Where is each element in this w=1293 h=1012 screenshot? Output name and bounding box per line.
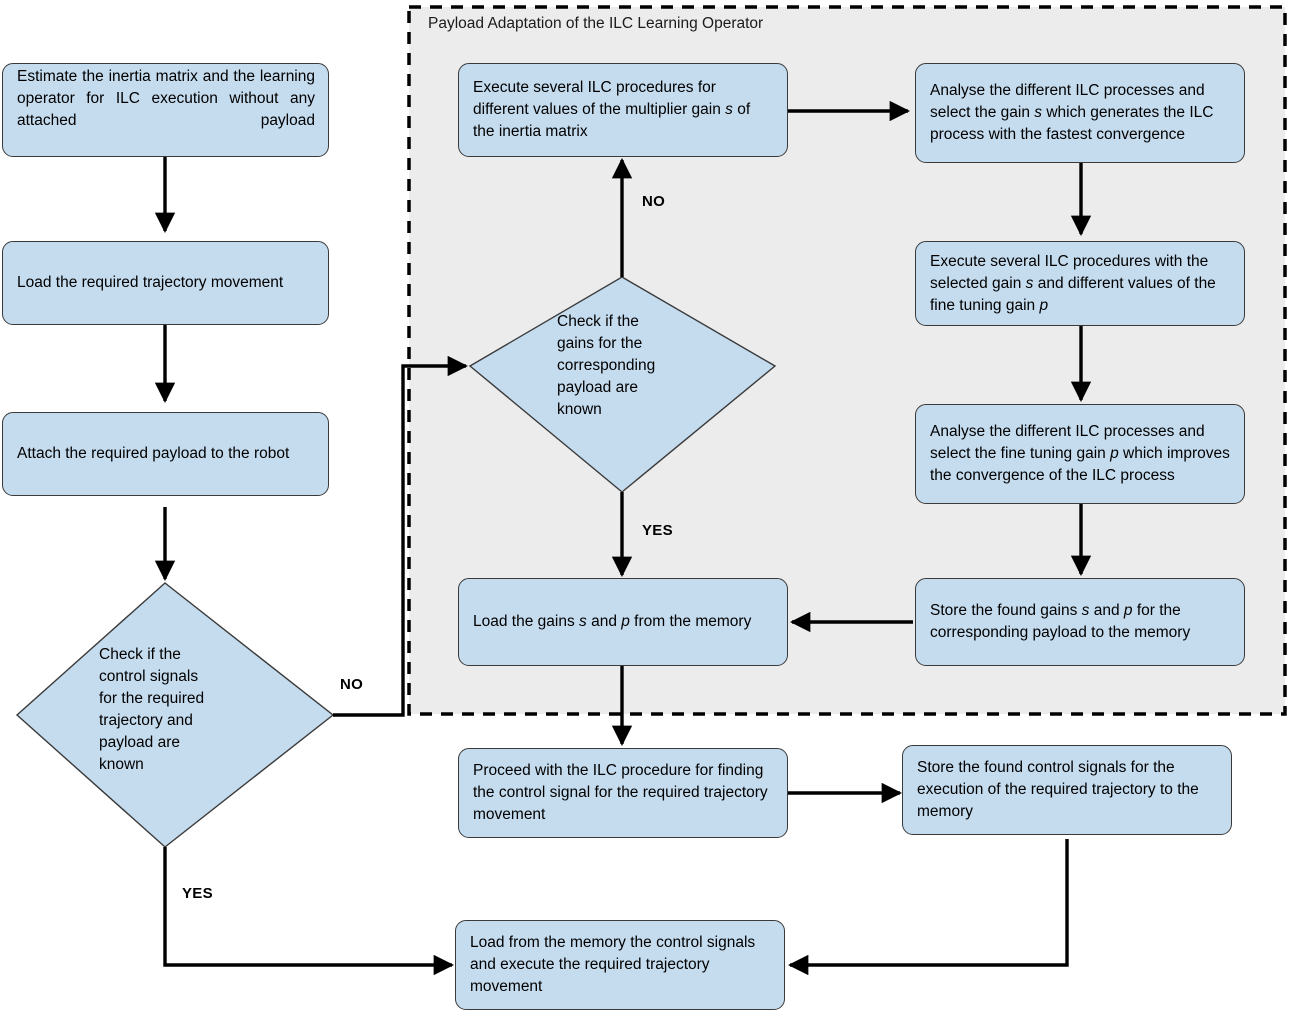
node-load-trajectory[interactable]: Load the required trajectory movement	[2, 241, 329, 325]
node-execute-ilc-p-label: Execute several ILC procedures with the …	[930, 252, 1216, 314]
edge-label-no-gains: NO	[642, 193, 666, 210]
node-attach-payload[interactable]: Attach the required payload to the robot	[2, 412, 329, 496]
node-load-gains-label: Load the gains s and p from the memory	[473, 613, 752, 630]
node-store-gains-label: Store the found gains s and p for the co…	[930, 602, 1191, 641]
node-proceed-ilc-label: Proceed with the ILC procedure for findi…	[473, 762, 768, 823]
node-store-gains[interactable]: Store the found gains s and p for the co…	[915, 578, 1245, 666]
node-load-and-execute[interactable]: Load from the memory the control signals…	[455, 920, 785, 1010]
edge-no-control-signals	[333, 355, 469, 717]
group-title: Payload Adaptation of the ILC Learning O…	[428, 15, 764, 32]
edge-store-signals-to-load-execute	[787, 839, 1069, 976]
edge-yes-control-signals	[163, 847, 455, 976]
node-estimate-inertia[interactable]: Estimate the inertia matrix and the lear…	[2, 63, 329, 157]
node-load-trajectory-label: Load the required trajectory movement	[17, 274, 284, 291]
decision-check-control-signals-label: Check if the control signals for the req…	[99, 646, 205, 773]
node-load-and-execute-label: Load from the memory the control signals…	[470, 934, 756, 995]
node-execute-ilc-s[interactable]: Execute several ILC procedures for diffe…	[458, 63, 788, 157]
decision-check-gains-label: Check if the gains for the corresponding…	[557, 313, 656, 418]
node-analyse-select-p-label: Analyse the different ILC processes and …	[930, 423, 1230, 484]
edge-label-yes-control-signals: YES	[182, 885, 213, 902]
node-analyse-select-s-label: Analyse the different ILC processes and …	[930, 82, 1214, 143]
node-proceed-ilc[interactable]: Proceed with the ILC procedure for findi…	[458, 748, 788, 838]
node-store-control-signals-label: Store the found control signals for the …	[917, 759, 1199, 820]
node-load-gains[interactable]: Load the gains s and p from the memory	[458, 578, 788, 666]
node-attach-payload-label: Attach the required payload to the robot	[17, 445, 290, 462]
node-execute-ilc-p[interactable]: Execute several ILC procedures with the …	[915, 241, 1245, 326]
node-store-control-signals[interactable]: Store the found control signals for the …	[902, 745, 1232, 835]
node-execute-ilc-s-label: Execute several ILC procedures for diffe…	[473, 79, 751, 140]
edge-label-yes-gains: YES	[642, 522, 673, 539]
node-estimate-inertia-label: Estimate the inertia matrix and the lear…	[17, 68, 315, 129]
edge-label-no-control-signals: NO	[340, 676, 364, 693]
node-analyse-select-s[interactable]: Analyse the different ILC processes and …	[915, 63, 1245, 163]
node-analyse-select-p[interactable]: Analyse the different ILC processes and …	[915, 404, 1245, 504]
